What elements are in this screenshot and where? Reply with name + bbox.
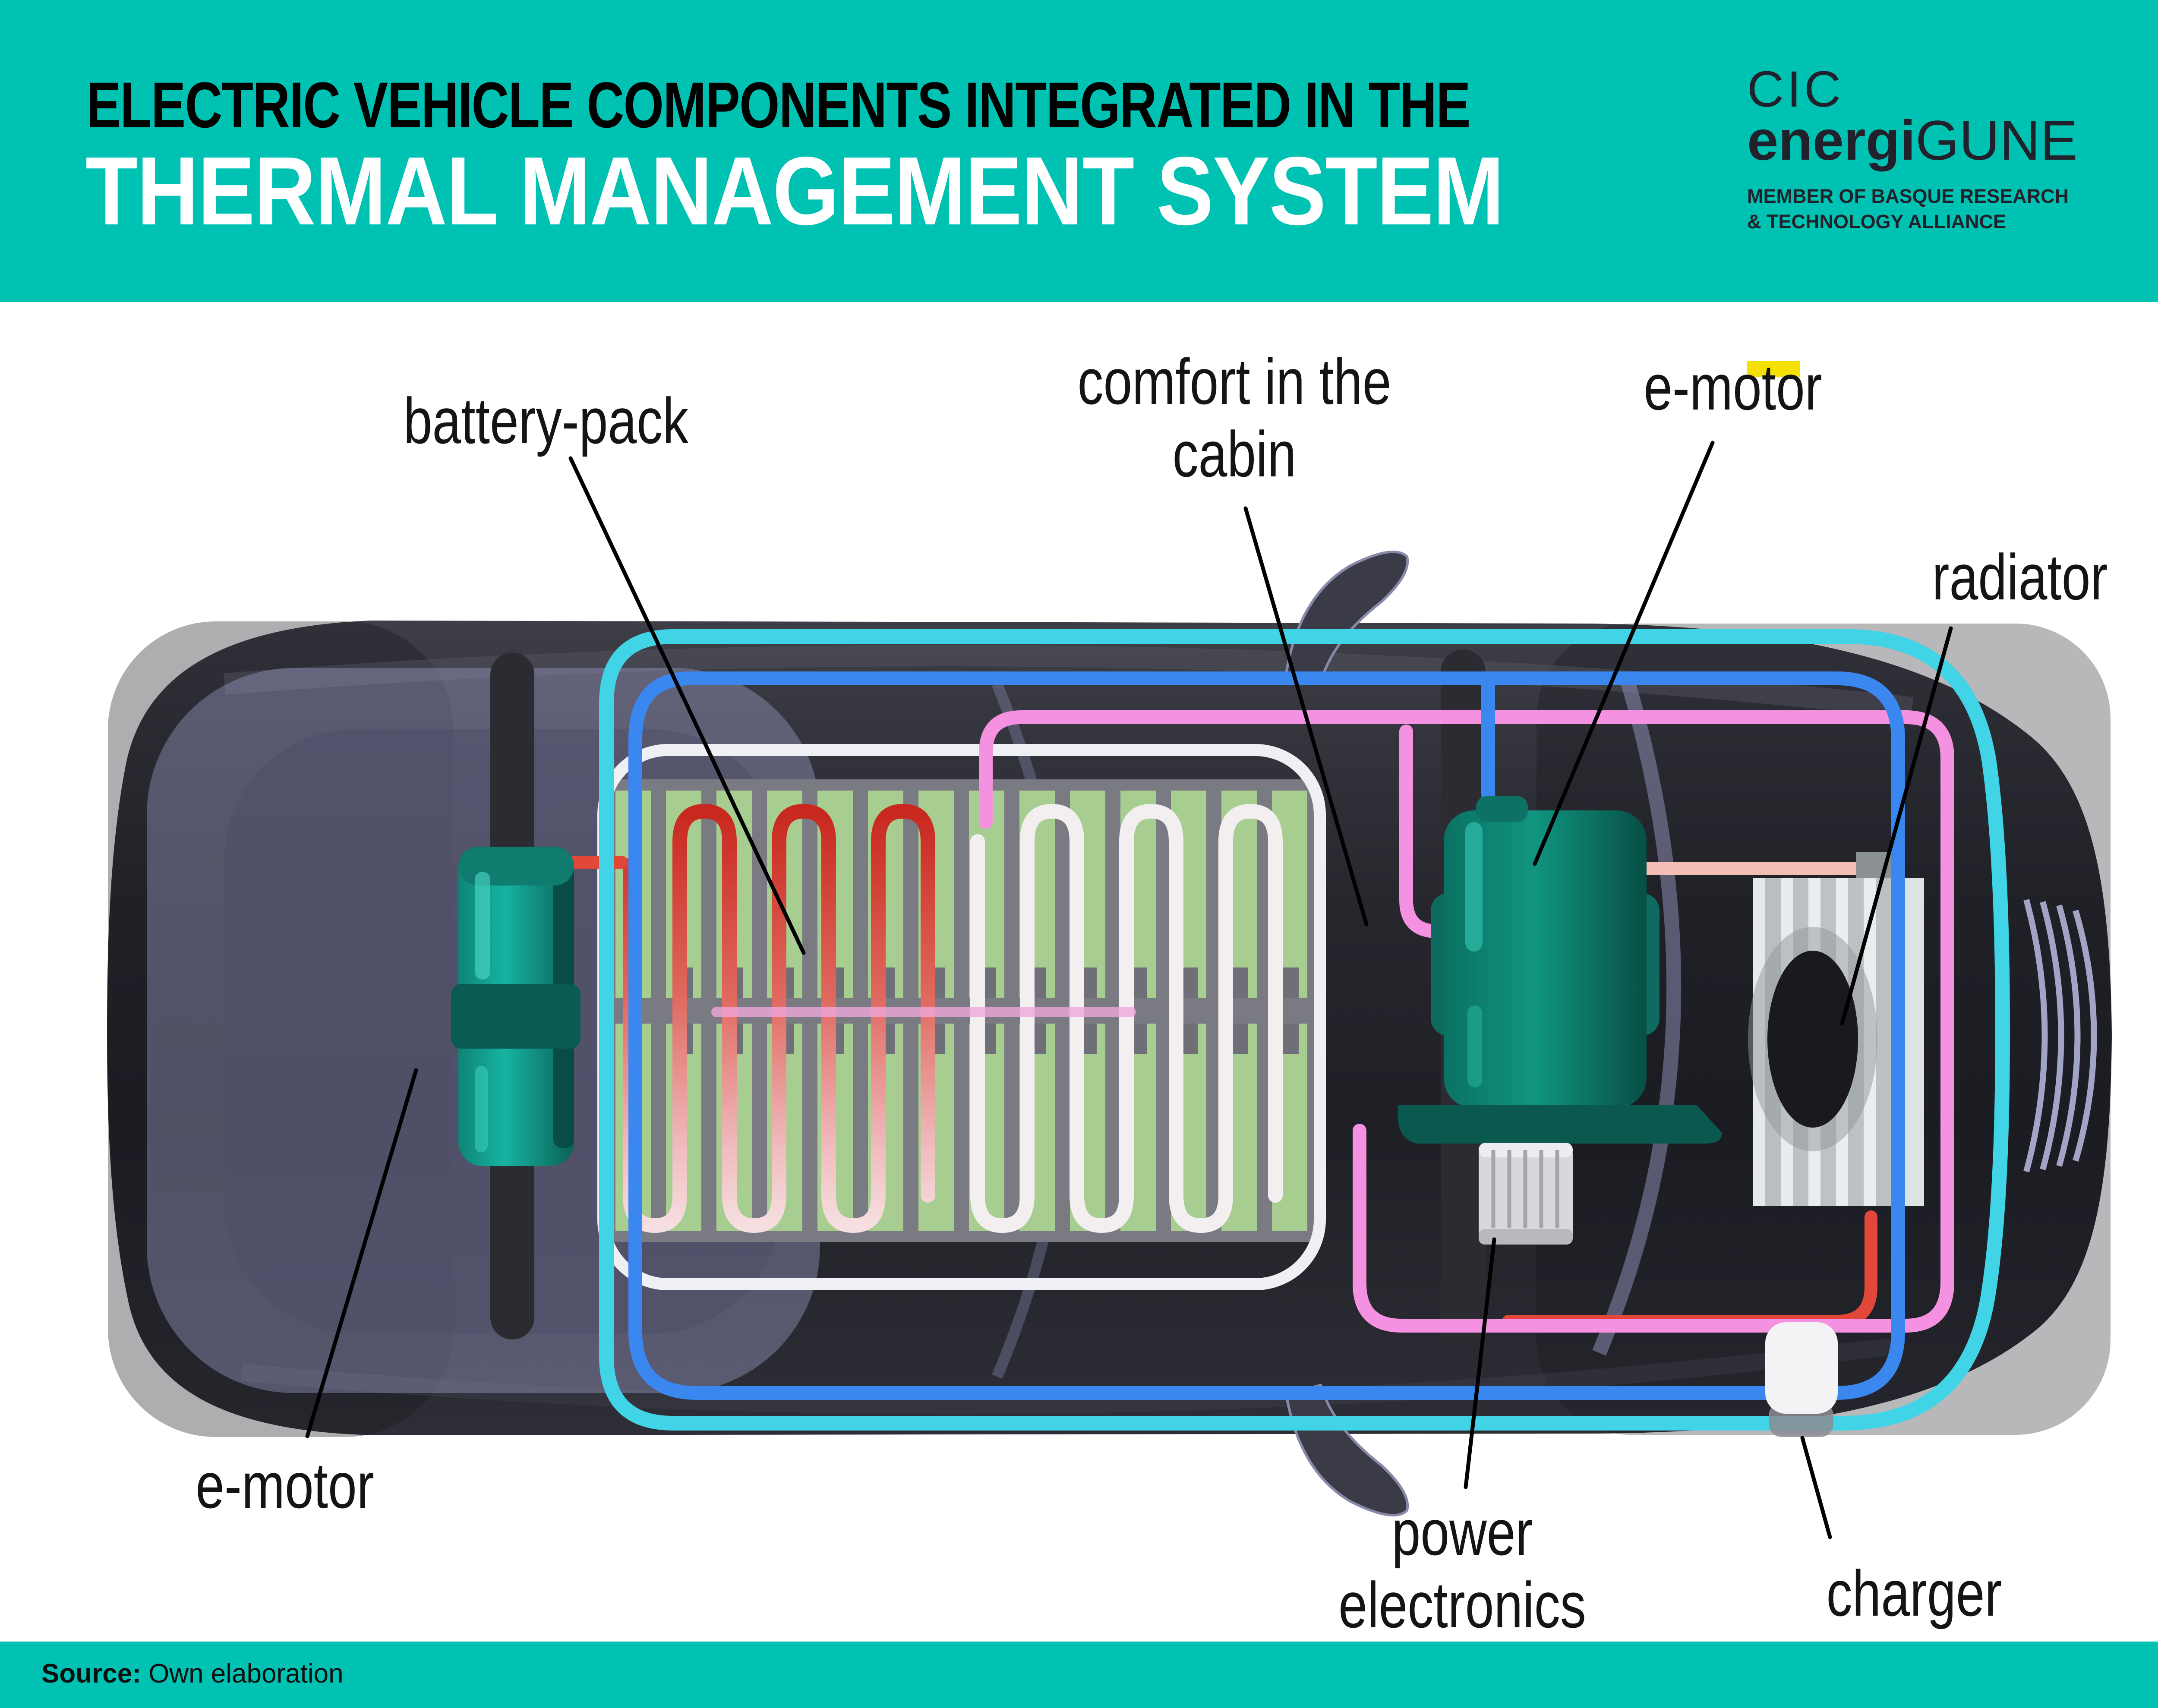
label-power-electronics: power electronics — [1338, 1496, 1586, 1641]
battery-serpentine-white — [970, 804, 1283, 1233]
logo-member-text: MEMBER OF BASQUE RESEARCH & TECHNOLOGY A… — [1747, 184, 2069, 377]
radiator-fan — [1767, 951, 1858, 1128]
power-electronics — [1479, 1143, 1573, 1245]
radiator — [1748, 852, 1924, 1206]
logo-member-line2: & TECHNOLOGY ALLIANCE — [1747, 210, 2007, 233]
rear-e-motor — [451, 847, 581, 1166]
leader-comfort-cabin — [1243, 506, 1369, 926]
leader-charger — [1800, 1436, 1832, 1539]
source-note: Source: Own elaboration — [41, 1661, 344, 1687]
logo-yellow-bar — [1747, 361, 1800, 377]
coolant-loop-cyan — [599, 629, 2010, 1431]
battery-serpentine-red — [623, 804, 935, 1233]
label-battery-pack: battery-pack — [403, 384, 689, 457]
page-title-line2: THERMAL MANAGEMENT SYSTEM — [85, 136, 1504, 245]
battery-pack — [597, 744, 1326, 1290]
logo-energigune-text: energiGUNE — [1747, 112, 2078, 168]
label-power-line1: power — [1391, 1496, 1533, 1569]
leader-e-motor-front — [1533, 441, 1715, 866]
leader-radiator — [1840, 626, 1953, 1026]
leader-lines — [305, 441, 1953, 1539]
label-charger: charger — [1826, 1557, 2002, 1629]
header-band: ELECTRIC VEHICLE COMPONENTS INTEGRATED I… — [0, 0, 2158, 377]
label-e-motor-front: e-motor — [1644, 351, 1822, 423]
label-comfort-line1: comfort in the — [1077, 345, 1391, 418]
label-comfort-line2: cabin — [1172, 418, 1297, 490]
source-value: Own elaboration — [148, 1659, 344, 1689]
logo-member-line1: MEMBER OF BASQUE RESEARCH — [1747, 185, 2069, 207]
front-e-motor — [1398, 796, 1722, 1144]
page-title-line1: ELECTRIC VEHICLE COMPONENTS INTEGRATED I… — [86, 69, 1471, 141]
label-comfort-in-the-cabin: comfort in the cabin — [1078, 345, 1391, 490]
rocker-sheen — [241, 1338, 1892, 1415]
logo-gune-text: GUNE — [1915, 109, 2078, 172]
cabin-arc-front — [1592, 678, 1682, 1356]
logo-energi-text: energi — [1747, 109, 1916, 172]
leader-power-electronics — [1464, 1237, 1496, 1489]
charger — [1765, 1322, 1838, 1437]
label-radiator: radiator — [1932, 541, 2108, 613]
logo-cic-text: CIC — [1747, 61, 1844, 118]
cic-energigune-logo: CIC energiGUNE MEMBER OF BASQUE RESEARCH… — [1747, 61, 2078, 377]
source-label: Source: — [41, 1659, 141, 1689]
label-power-line2: electronics — [1338, 1569, 1586, 1641]
leader-e-motor-rear — [305, 1068, 418, 1438]
footer-band: Source: Own elaboration — [0, 1642, 2158, 1708]
label-e-motor-rear: e-motor — [196, 1449, 374, 1522]
battery-cells-bottom — [608, 1019, 1315, 1235]
front-grille — [2023, 899, 2097, 1172]
leader-battery-pack — [568, 456, 806, 955]
